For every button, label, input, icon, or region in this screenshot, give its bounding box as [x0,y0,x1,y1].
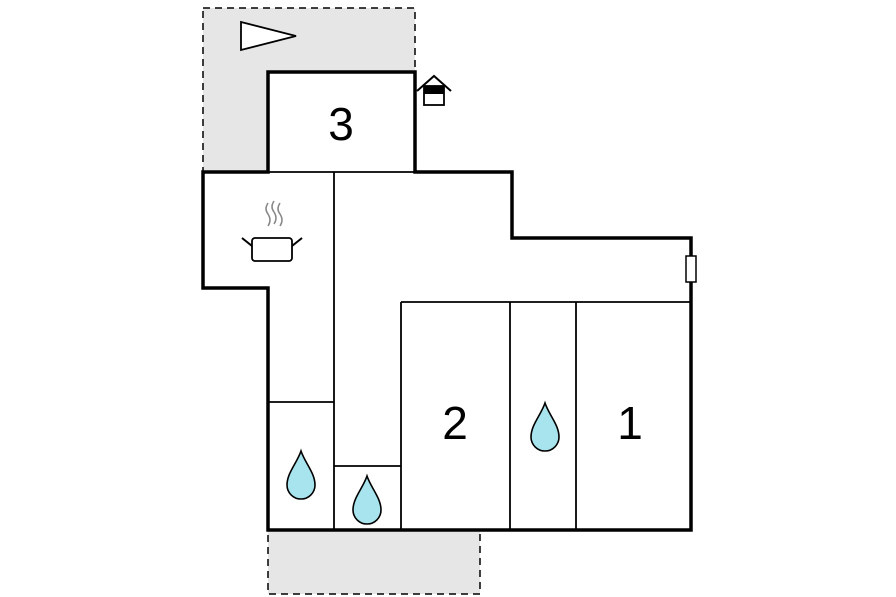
room-label-2: 2 [442,397,468,449]
room-label-1: 1 [617,397,643,449]
house-entrance-icon [416,74,452,106]
water-drop-icon-bath-2 [352,473,382,525]
north-arrow-icon [240,20,297,52]
water-drop-icon-bath-3 [530,400,560,452]
cooking-pot-icon [241,200,303,262]
building-floor [203,72,691,530]
water-drop-icon-bath-1 [286,448,316,500]
room-label-3: 3 [328,98,354,150]
interior-walls [268,171,691,530]
terrace-bottom [267,529,481,595]
window-icon [685,255,697,283]
